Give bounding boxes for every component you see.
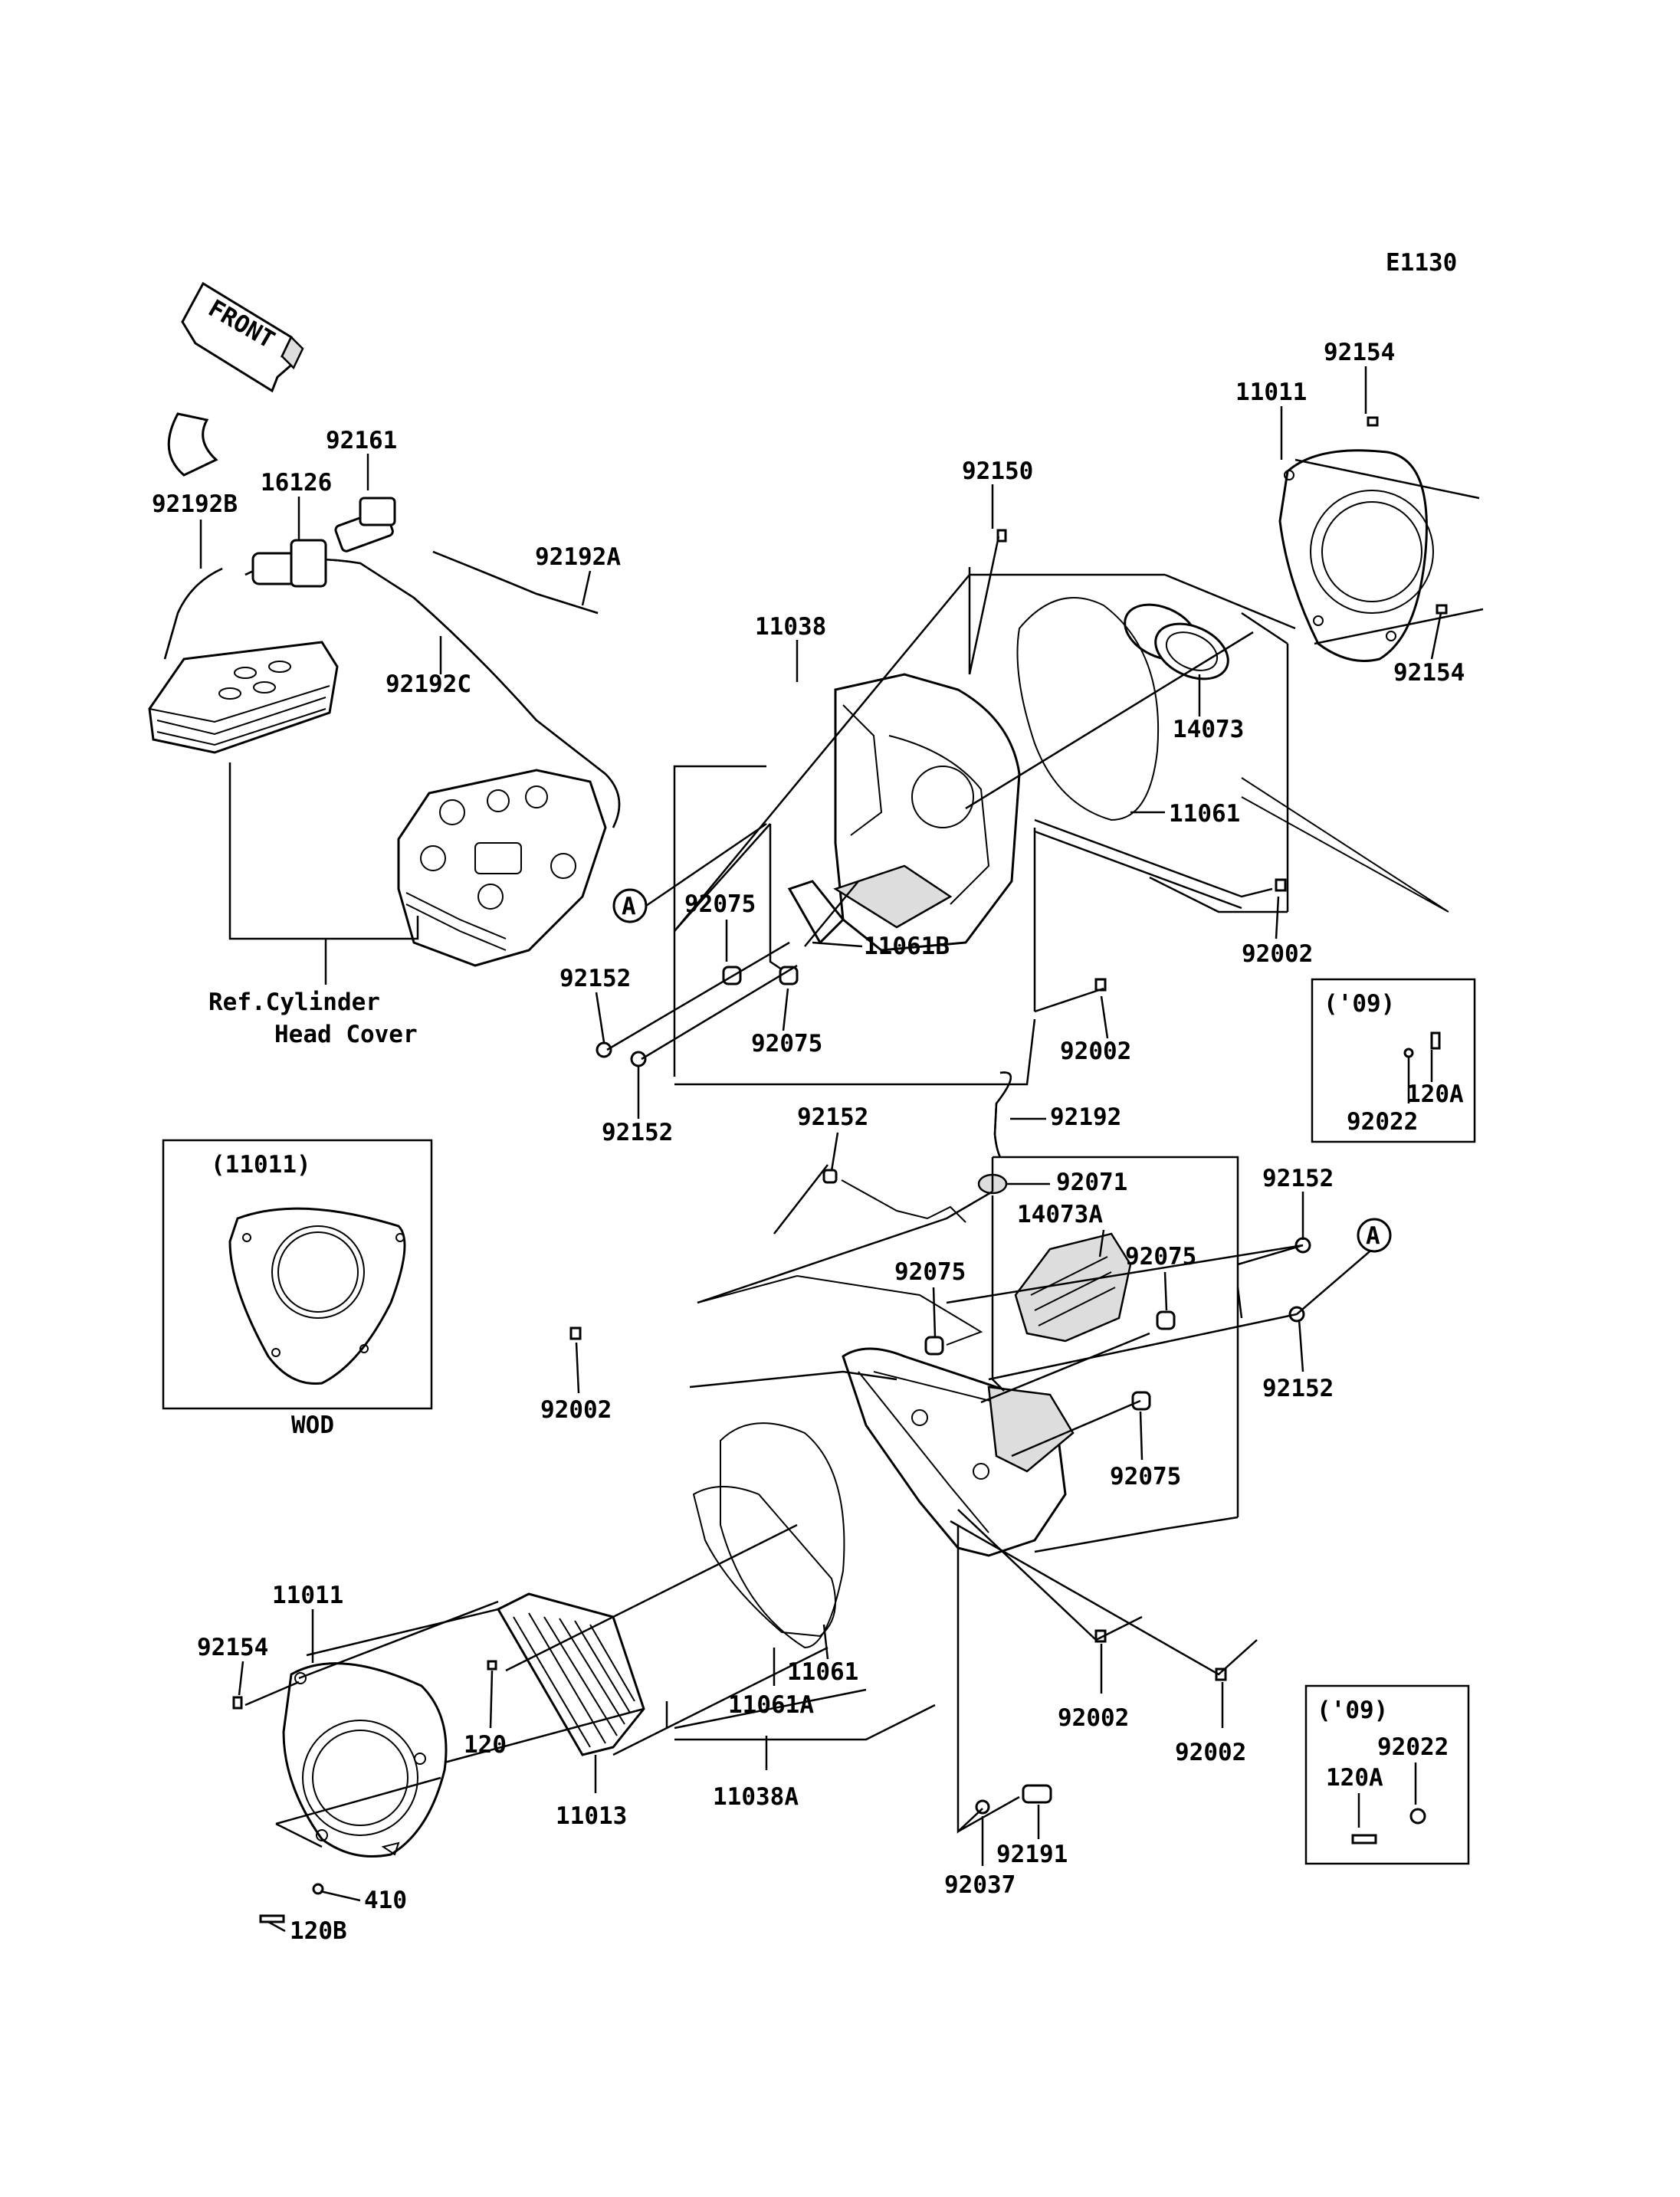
label-92154-b: 92154 [1393, 659, 1465, 687]
label-92192B: 92192B [152, 490, 238, 518]
label-92002-d: 92002 [1058, 1704, 1129, 1732]
label-11061-c: 11061 [787, 1658, 858, 1686]
label-92192: 92192 [1050, 1103, 1121, 1131]
label-92075-c: 92075 [894, 1258, 966, 1286]
breather-hoses [163, 412, 621, 828]
label-92002-e: 92002 [1175, 1739, 1246, 1766]
inset-09-top-leaders [1407, 1050, 1433, 1103]
leader-ticks-bottom [238, 1117, 1304, 1933]
label-92154: 92154 [1324, 339, 1395, 366]
breather-valve [251, 497, 396, 588]
label-92150: 92150 [962, 457, 1033, 485]
ref-marker-a-bottom: A [1357, 1218, 1392, 1253]
label-11011-b: 11011 [272, 1582, 343, 1609]
inset-09-bottom-parts [1351, 1763, 1426, 1844]
label-92152-c: 92152 [797, 1103, 868, 1131]
svg-text:A: A [1366, 1222, 1380, 1250]
label-11011: 11011 [1235, 379, 1307, 406]
air-cleaner-cover-top [1278, 416, 1448, 662]
label-11038: 11038 [755, 613, 826, 641]
inset-09-bottom-label-b: 120A [1326, 1764, 1383, 1792]
inset-wod-title: (11011) [211, 1151, 311, 1179]
breather-box [148, 641, 339, 754]
label-92075-d: 92075 [1125, 1243, 1196, 1271]
label-92152: 92152 [559, 965, 631, 992]
label-120: 120 [464, 1731, 507, 1759]
inset-09-top-label-a: 120A [1406, 1080, 1464, 1108]
label-120B: 120B [290, 1917, 347, 1945]
gasket-11061A [692, 1486, 836, 1638]
label-11061A: 11061A [728, 1691, 814, 1719]
leader-lines-top [606, 458, 1484, 1086]
inset-09-bottom-title: ('09) [1317, 1697, 1388, 1724]
label-92152-d: 92152 [1262, 1165, 1334, 1192]
air-cleaner-housing-bottom [842, 1347, 1075, 1557]
air-cleaner-cover-bottom [282, 1662, 448, 1858]
svg-text:A: A [622, 893, 636, 920]
fasteners-bottom [232, 1169, 1311, 1923]
inset-09-top-title: ('09) [1324, 990, 1395, 1018]
label-11061B: 11061B [864, 933, 950, 960]
gasket-11061-top [1016, 597, 1160, 821]
label-92152-b: 92152 [602, 1119, 673, 1146]
label-14073A: 14073A [1017, 1201, 1103, 1228]
air-cleaner-housing-top [787, 673, 1021, 952]
label-11013: 11013 [556, 1802, 627, 1830]
label-92154-c: 92154 [197, 1634, 268, 1661]
label-92192C: 92192C [386, 671, 471, 698]
labels-bottom: 92152 92192 92071 14073A 92152 92075 920… [197, 1103, 1334, 1945]
wod-cover-icon [228, 1207, 406, 1385]
inset-09-top-label-b: 92022 [1347, 1108, 1418, 1136]
ref-marker-a-top: A [612, 822, 767, 923]
label-410: 410 [364, 1887, 407, 1914]
label-11038A: 11038A [713, 1783, 799, 1811]
label-92152-e: 92152 [1262, 1375, 1334, 1402]
diagram-code: E1130 [1386, 249, 1457, 277]
inset-09-bottom-label-a: 92022 [1377, 1733, 1449, 1761]
label-92191: 92191 [996, 1841, 1068, 1868]
label-14073: 14073 [1173, 716, 1244, 743]
label-92002-c: 92002 [540, 1396, 612, 1424]
air-filter-11013 [496, 1592, 645, 1756]
cylinder-head-cover [397, 769, 607, 967]
ref-head-cover-label: Head Cover [274, 1021, 418, 1048]
ref-bracket-lines [228, 762, 419, 985]
label-92075-e: 92075 [1110, 1463, 1181, 1490]
label-92192A: 92192A [535, 543, 621, 571]
label-16126: 16126 [261, 469, 332, 497]
labels-top: 92154 11011 92150 92161 16126 92192B 921… [152, 339, 1465, 1146]
leader-lines-bottom [244, 1156, 1380, 1848]
gasket-11061-bottom [720, 1422, 845, 1649]
label-92075-b: 92075 [751, 1030, 822, 1058]
label-92002: 92002 [1242, 940, 1313, 968]
inset-wod [162, 1139, 433, 1410]
leader-ticks-top [199, 366, 1442, 1119]
label-92161: 92161 [326, 427, 397, 454]
label-92002-b: 92002 [1060, 1038, 1131, 1065]
label-92037: 92037 [944, 1871, 1016, 1899]
inset-wod-caption: WOD [291, 1412, 334, 1439]
inset-09-top [1311, 978, 1476, 1143]
label-92071: 92071 [1056, 1169, 1127, 1196]
inset-09-bottom [1304, 1684, 1470, 1865]
element-14073 [1124, 603, 1229, 680]
element-14073A [1014, 1232, 1132, 1343]
ref-cylinder-label: Ref.Cylinder [208, 989, 380, 1016]
label-92075: 92075 [684, 890, 756, 918]
label-11061: 11061 [1169, 800, 1240, 828]
front-arrow-icon: FRONT [181, 281, 304, 393]
